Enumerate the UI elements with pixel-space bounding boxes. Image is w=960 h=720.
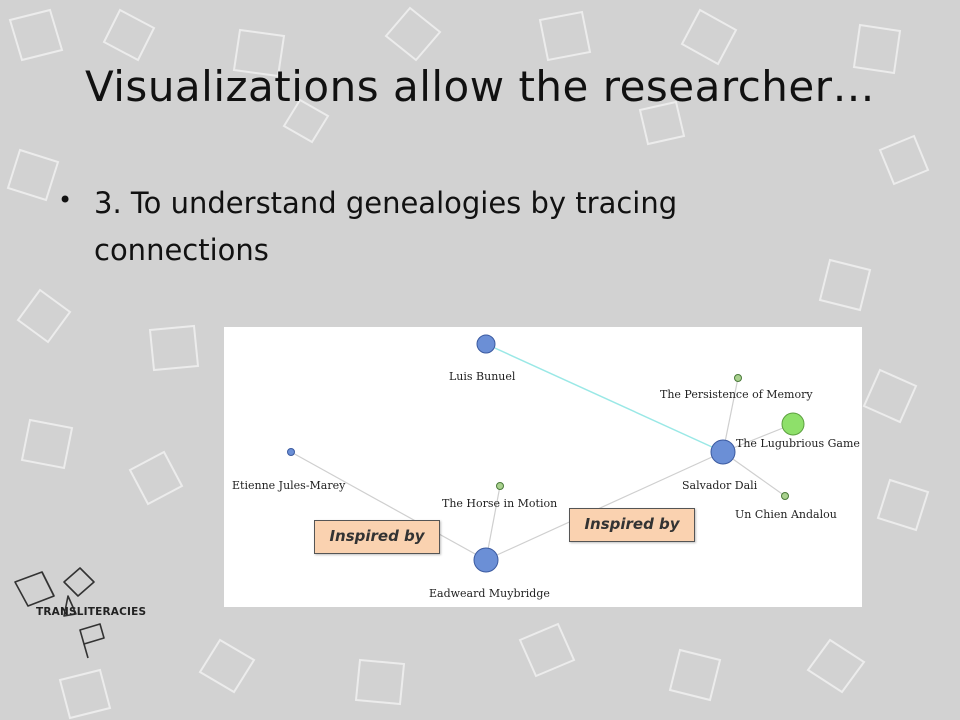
edge-dali-muybridge	[485, 451, 724, 561]
edge-bunuel-dali	[485, 343, 724, 453]
node-lugubrious-game[interactable]	[781, 412, 805, 436]
node-eadweard-muybridge[interactable]	[473, 547, 499, 573]
inspired-by-callout-left: Inspired by	[314, 520, 440, 554]
network-graph: Luis Bunuel The Persistence of Memory Th…	[224, 327, 862, 607]
node-un-chien-andalou[interactable]	[781, 492, 789, 500]
label-salvador-dali: Salvador Dali	[682, 479, 758, 492]
inspired-by-callout-right: Inspired by	[569, 508, 695, 542]
node-etienne-jules-marey[interactable]	[287, 448, 295, 456]
slide-title: Visualizations allow the researcher…	[84, 62, 876, 111]
node-persistence-of-memory[interactable]	[734, 374, 742, 382]
label-un-chien-andalou: Un Chien Andalou	[735, 508, 837, 521]
label-etienne-jules-marey: Etienne Jules-Marey	[232, 479, 346, 492]
label-lugubrious-game: The Lugubrious Game	[736, 437, 860, 450]
edge-marey-muybridge	[290, 451, 487, 561]
bullet-marker: •	[58, 186, 73, 214]
label-luis-bunuel: Luis Bunuel	[449, 370, 516, 383]
node-luis-bunuel[interactable]	[476, 334, 496, 354]
node-horse-in-motion[interactable]	[496, 482, 504, 490]
label-eadweard-muybridge: Eadweard Muybridge	[429, 587, 550, 600]
edge-dali-lugubrious	[722, 423, 794, 453]
node-salvador-dali[interactable]	[710, 439, 736, 465]
label-horse-in-motion: The Horse in Motion	[442, 497, 557, 510]
network-graph-canvas: Luis Bunuel The Persistence of Memory Th…	[232, 334, 860, 600]
label-persistence-of-memory: The Persistence of Memory	[660, 388, 813, 401]
edge-horse-muybridge	[485, 485, 501, 561]
transliteracies-logo-icon	[14, 567, 105, 659]
edge-dali-persistence	[722, 377, 739, 453]
bullet-text: 3. To understand genealogies by tracing …	[94, 186, 678, 267]
logo-text: TRANSLITERACIES	[36, 606, 147, 618]
edge-dali-chien	[722, 451, 786, 497]
